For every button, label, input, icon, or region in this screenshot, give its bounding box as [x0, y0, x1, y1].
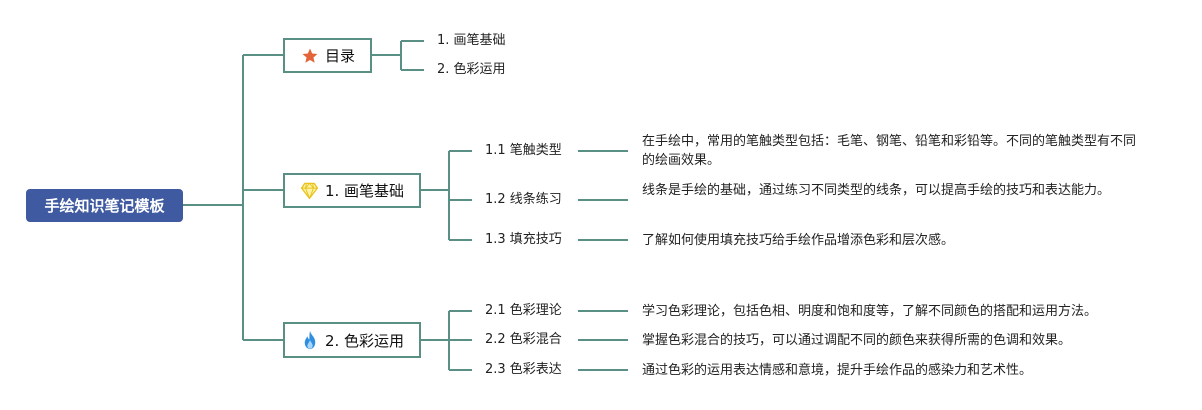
topic-description: 在手绘中，常用的笔触类型包括：毛笔、钢笔、铅笔和彩铅等。不同的笔触类型有不同的绘…: [642, 134, 1137, 168]
topic-description: 了解如何使用填充技巧给手绘作品增添色彩和层次感。: [642, 233, 955, 248]
star-icon: [300, 46, 320, 66]
branch-color[interactable]: 2. 色彩运用: [283, 322, 421, 358]
fire-icon: [300, 330, 320, 350]
toc-item[interactable]: 1. 画笔基础: [437, 33, 506, 48]
gem-icon: [300, 181, 320, 201]
topic-description: 掌握色彩混合的技巧，可以通过调配不同的颜色来获得所需的色调和效果。: [642, 333, 1072, 348]
branch-toc-label: 目录: [324, 47, 355, 65]
topic-description: 线条是手绘的基础，通过练习不同类型的线条，可以提高手绘的技巧和表达能力。: [642, 183, 1111, 198]
root-label: 手绘知识笔记模板: [44, 197, 165, 215]
topic-title[interactable]: 1.3 填充技巧: [485, 232, 562, 247]
topic-title[interactable]: 1.1 笔触类型: [485, 143, 562, 158]
branch-draw-label: 1. 画笔基础: [324, 182, 405, 200]
topic-title[interactable]: 2.3 色彩表达: [485, 362, 562, 377]
topic-title[interactable]: 2.1 色彩理论: [485, 303, 562, 318]
branch-draw[interactable]: 1. 画笔基础: [283, 173, 421, 208]
branch-toc[interactable]: 目录: [283, 38, 372, 73]
root-node[interactable]: 手绘知识笔记模板: [26, 189, 183, 222]
topic-title[interactable]: 2.2 色彩混合: [485, 332, 562, 347]
topic-description: 学习色彩理论，包括色相、明度和饱和度等，了解不同颜色的搭配和运用方法。: [642, 304, 1098, 319]
topic-description: 通过色彩的运用表达情感和意境，提升手绘作品的感染力和艺术性。: [642, 363, 1033, 378]
branch-color-label: 2. 色彩运用: [324, 331, 405, 350]
topic-title[interactable]: 1.2 线条练习: [485, 192, 562, 207]
toc-item[interactable]: 2. 色彩运用: [437, 62, 506, 77]
